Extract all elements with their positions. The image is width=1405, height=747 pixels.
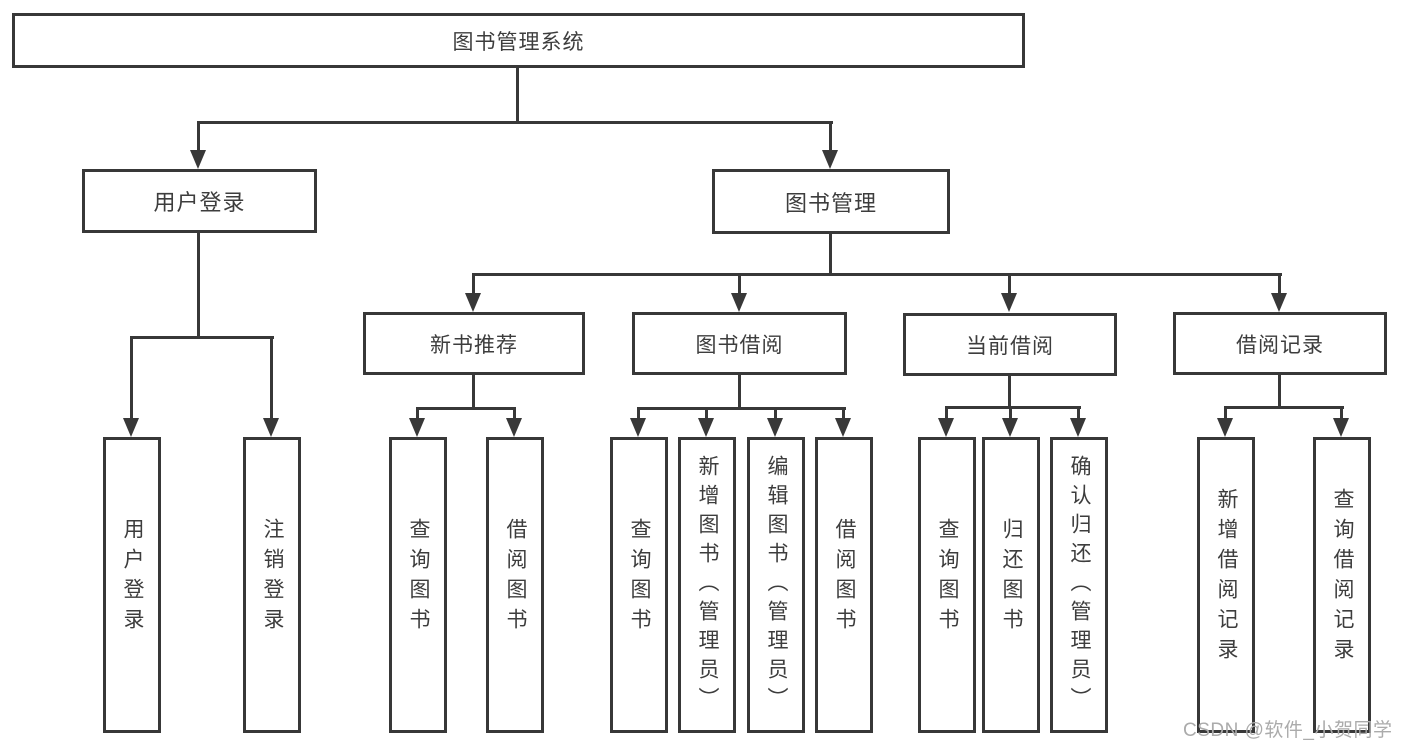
arrow-down-icon [409,407,425,437]
arrow-down-icon [123,336,139,437]
arrow-down-icon [1001,273,1017,312]
node-borrow-records: 借阅记录 [1173,312,1387,375]
arrow-down-icon [630,407,646,437]
connector-line [637,407,846,410]
leaf-borrow-books: 借阅图书 [815,437,873,733]
leaf-query-borrow-record: 查询借阅记录 [1313,437,1371,733]
arrow-down-icon [835,407,851,437]
node-current-borrow: 当前借阅 [903,313,1117,376]
connector-line [130,336,274,339]
node-book-management: 图书管理 [712,169,950,234]
leaf-label: 查询图书 [936,518,959,638]
leaf-label: 编辑图书（管理员） [765,454,788,716]
arrow-down-icon [822,121,838,169]
leaf-label: 新增图书（管理员） [696,454,719,716]
leaf-label: 确认归还（管理员） [1068,454,1091,716]
leaf-add-borrow-record: 新增借阅记录 [1197,437,1255,733]
connector-line [516,68,519,121]
leaf-label: 查询借阅记录 [1331,488,1354,668]
connector-line [1224,406,1344,409]
leaf-query-books-current: 查询图书 [918,437,976,733]
connector-line [197,121,833,124]
connector-line [829,234,832,273]
connector-line [472,375,475,407]
leaf-label: 借阅图书 [504,518,527,638]
leaf-logout: 注销登录 [243,437,301,733]
arrow-down-icon [1271,273,1287,312]
arrow-down-icon [698,407,714,437]
arrow-down-icon [1070,406,1086,437]
arrow-down-icon [1333,406,1349,437]
arrow-down-icon [938,406,954,437]
connector-line [1008,376,1011,406]
connector-line [197,233,200,336]
leaf-return-books: 归还图书 [982,437,1040,733]
leaf-label: 用户登录 [121,518,144,638]
arrow-down-icon [731,273,747,312]
arrow-down-icon [1002,406,1018,437]
node-book-borrow: 图书借阅 [632,312,847,375]
connector-line [472,273,1282,276]
leaf-label: 查询图书 [407,518,430,638]
leaf-query-books-recommend: 查询图书 [389,437,447,733]
connector-line [738,375,741,407]
connector-line [1278,375,1281,406]
leaf-label: 新增借阅记录 [1215,488,1238,668]
node-root: 图书管理系统 [12,13,1025,68]
arrow-down-icon [465,273,481,312]
leaf-label: 归还图书 [1000,518,1023,638]
node-user-login: 用户登录 [82,169,317,233]
connector-line [945,406,1081,409]
arrow-down-icon [1217,406,1233,437]
leaf-add-books-admin: 新增图书（管理员） [678,437,736,733]
leaf-user-login: 用户登录 [103,437,161,733]
csdn-watermark: CSDN @软件_小贺同学 [1183,720,1393,741]
arrow-down-icon [767,407,783,437]
arrow-down-icon [190,121,206,169]
arrow-down-icon [263,336,279,437]
leaf-confirm-return-admin: 确认归还（管理员） [1050,437,1108,733]
leaf-label: 查询图书 [628,518,651,638]
leaf-borrow-books-recommend: 借阅图书 [486,437,544,733]
leaf-label: 注销登录 [261,518,284,638]
leaf-query-books-borrow: 查询图书 [610,437,668,733]
leaf-edit-books-admin: 编辑图书（管理员） [747,437,805,733]
arrow-down-icon [506,407,522,437]
node-new-book-recommend: 新书推荐 [363,312,585,375]
leaf-label: 借阅图书 [833,518,856,638]
connector-line [416,407,516,410]
